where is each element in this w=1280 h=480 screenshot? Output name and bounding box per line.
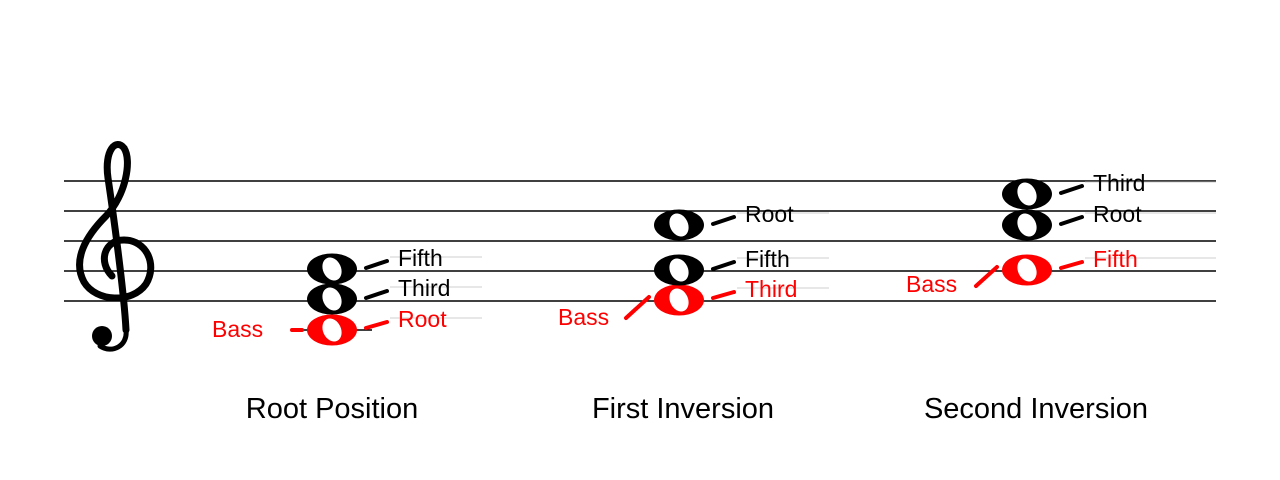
bass-label: Bass [212, 316, 263, 342]
note-head [1002, 254, 1052, 286]
note-pointer [711, 215, 736, 226]
note-label: Root [1093, 201, 1142, 227]
treble-clef-icon [76, 141, 155, 352]
chord-caption: Second Inversion [924, 393, 1148, 425]
bass-pointer [624, 295, 651, 320]
note-label: Third [398, 275, 450, 301]
note-head [307, 253, 357, 285]
note-label: Third [1093, 170, 1145, 196]
bass-label: Bass [558, 304, 609, 330]
note-head [307, 314, 357, 346]
note-pointer [1059, 260, 1084, 270]
note-label: Third [745, 276, 797, 302]
bass-label: Bass [906, 271, 957, 297]
note-pointer [364, 320, 389, 330]
note-pointer [364, 259, 389, 270]
note-pointer [711, 260, 736, 271]
note-label: Fifth [1093, 246, 1138, 272]
note-head [654, 254, 704, 286]
bass-pointer [974, 265, 999, 288]
chord-caption: Root Position [246, 393, 419, 425]
note-label: Root [398, 306, 447, 332]
note-pointer [1059, 184, 1084, 195]
note-head [654, 284, 704, 316]
note-pointer [711, 290, 736, 300]
note-head [654, 209, 704, 241]
note-label: Fifth [398, 245, 443, 271]
chord-caption: First Inversion [592, 393, 774, 425]
note-label: Root [745, 201, 794, 227]
note-label: Fifth [745, 246, 790, 272]
note-head [1002, 209, 1052, 241]
note-pointer [364, 289, 389, 300]
note-head [307, 283, 357, 315]
note-pointer [1059, 215, 1084, 226]
note-head [1002, 178, 1052, 210]
